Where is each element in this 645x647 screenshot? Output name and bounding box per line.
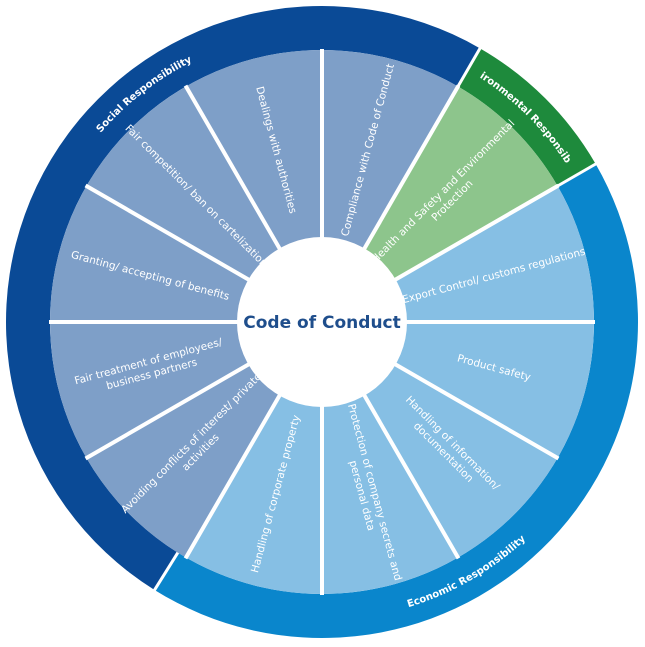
segment-wedge [86,86,280,280]
center-circle [237,237,407,407]
center-title: Code of Conduct [243,313,401,333]
segment-wedge [394,186,594,322]
segment-wedge [186,50,322,250]
segment-wedge [86,364,280,558]
segment-wedge [322,394,458,594]
ring-gap-line [152,550,181,593]
segment-dividers [49,49,595,595]
segment-wedge [322,50,458,250]
segment-divider [361,392,461,560]
segment-divider [392,361,560,461]
ring-gap-line [455,45,483,89]
ring-gap-line [555,161,599,189]
segment-divider [84,183,252,283]
ring-sector-environmental [458,48,596,187]
segment-divider [392,183,560,283]
segment-divider [361,84,461,252]
ring-sector-social [5,5,480,590]
category-ring [5,5,638,638]
ring-sector-economic [154,164,638,638]
segment-wedge [364,364,558,558]
segment-divider [183,84,283,252]
segment-wedge [186,394,322,594]
segment-wedge [364,86,558,280]
segment-wedge [50,322,250,458]
segment-wedge [394,322,594,458]
segment-divider [183,392,283,560]
topic-segments [50,50,594,594]
segment-wedge [50,186,250,322]
segment-divider [84,361,252,461]
